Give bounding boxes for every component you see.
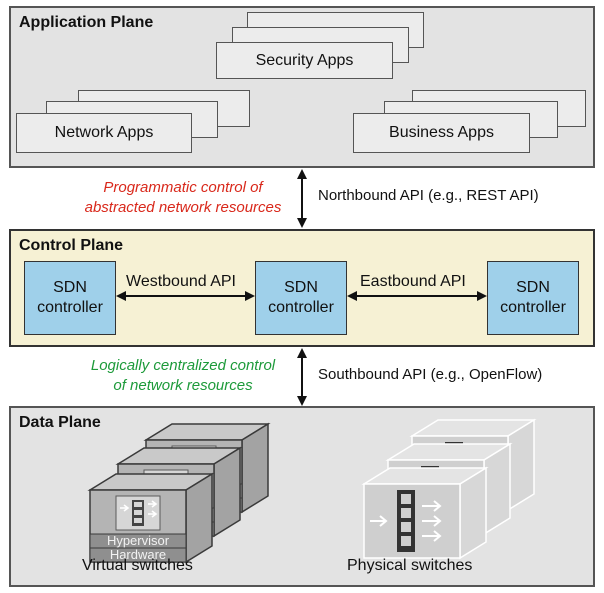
- sdn-controller-center-line1: SDN: [284, 279, 318, 296]
- sdn-controller-left: SDN controller: [24, 261, 116, 335]
- hypervisor-label: Hypervisor: [106, 533, 170, 548]
- business-apps-label: Business Apps: [389, 124, 494, 141]
- physical-switch-front: [363, 467, 487, 559]
- sdn-controller-left-line1: SDN: [53, 279, 87, 296]
- control-plane-title: Control Plane: [19, 237, 124, 254]
- northbound-note-line2: abstracted network resources: [84, 199, 282, 216]
- sdn-controller-center-line2: controller: [268, 299, 334, 316]
- network-apps-label: Network Apps: [54, 124, 154, 141]
- westbound-api-label: Westbound API: [126, 273, 236, 290]
- southbound-api-label: Southbound API (e.g., OpenFlow): [318, 366, 543, 383]
- security-apps-card: Security Apps: [216, 42, 393, 79]
- southbound-note: Logically centralized control of network…: [72, 356, 294, 396]
- virtual-switches-label: Virtual switches: [82, 557, 193, 574]
- data-plane-title: Data Plane: [19, 414, 101, 431]
- southbound-note-line2: of network resources: [113, 377, 253, 394]
- sdn-controller-left-line2: controller: [37, 299, 103, 316]
- sdn-controller-right-line2: controller: [500, 299, 566, 316]
- northbound-note-line1: Programmatic control of: [103, 179, 263, 196]
- hardware-label: Hardware: [109, 547, 167, 562]
- sdn-controller-center: SDN controller: [255, 261, 347, 335]
- northbound-api-label: Northbound API (e.g., REST API): [318, 187, 539, 204]
- physical-switches-label: Physical switches: [347, 557, 473, 574]
- security-apps-label: Security Apps: [255, 51, 354, 69]
- sdn-controller-right: SDN controller: [487, 261, 579, 335]
- northbound-note: Programmatic control of abstracted netwo…: [72, 178, 294, 218]
- southbound-note-line1: Logically centralized control: [90, 357, 276, 374]
- eastbound-api-label: Eastbound API: [360, 273, 466, 290]
- business-apps-card: Business Apps: [353, 113, 530, 153]
- network-apps-card: Network Apps: [16, 113, 192, 153]
- application-plane-title: Application Plane: [19, 14, 154, 31]
- sdn-controller-right-line1: SDN: [516, 279, 550, 296]
